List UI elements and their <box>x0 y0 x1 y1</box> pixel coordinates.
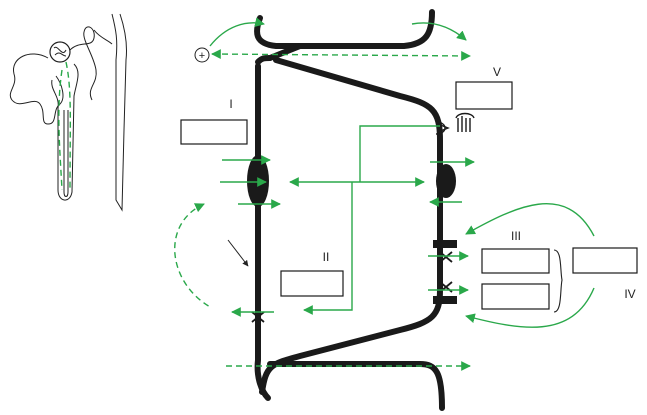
basolateral-transporter <box>247 155 269 207</box>
flux-arrows <box>174 17 595 371</box>
box-III-bottom <box>481 283 550 310</box>
epithelial-cell <box>254 9 445 411</box>
channel-glyph <box>251 251 453 323</box>
brace-III <box>553 249 563 313</box>
glomerulus-icon <box>49 41 71 63</box>
apical-transporter <box>436 164 456 198</box>
label-III: III <box>511 229 521 243</box>
junction-bar-top <box>433 240 457 248</box>
svg-text:+: + <box>199 50 205 62</box>
collecting-duct-sketch <box>93 13 127 212</box>
nephron-sketch <box>9 26 97 201</box>
box-I <box>180 119 248 145</box>
pointer-line <box>227 239 249 267</box>
label-IV: IV <box>624 287 635 301</box>
box-II <box>280 270 344 297</box>
label-II: II <box>323 250 330 264</box>
box-IV <box>572 247 638 274</box>
cation-symbol-icon: + <box>194 47 210 63</box>
transporter-glyph <box>435 112 475 135</box>
box-III-top <box>481 248 550 274</box>
label-I: I <box>229 97 232 111</box>
junction-bar-bottom <box>433 296 457 304</box>
label-V: V <box>493 65 501 79</box>
box-V <box>455 81 513 110</box>
